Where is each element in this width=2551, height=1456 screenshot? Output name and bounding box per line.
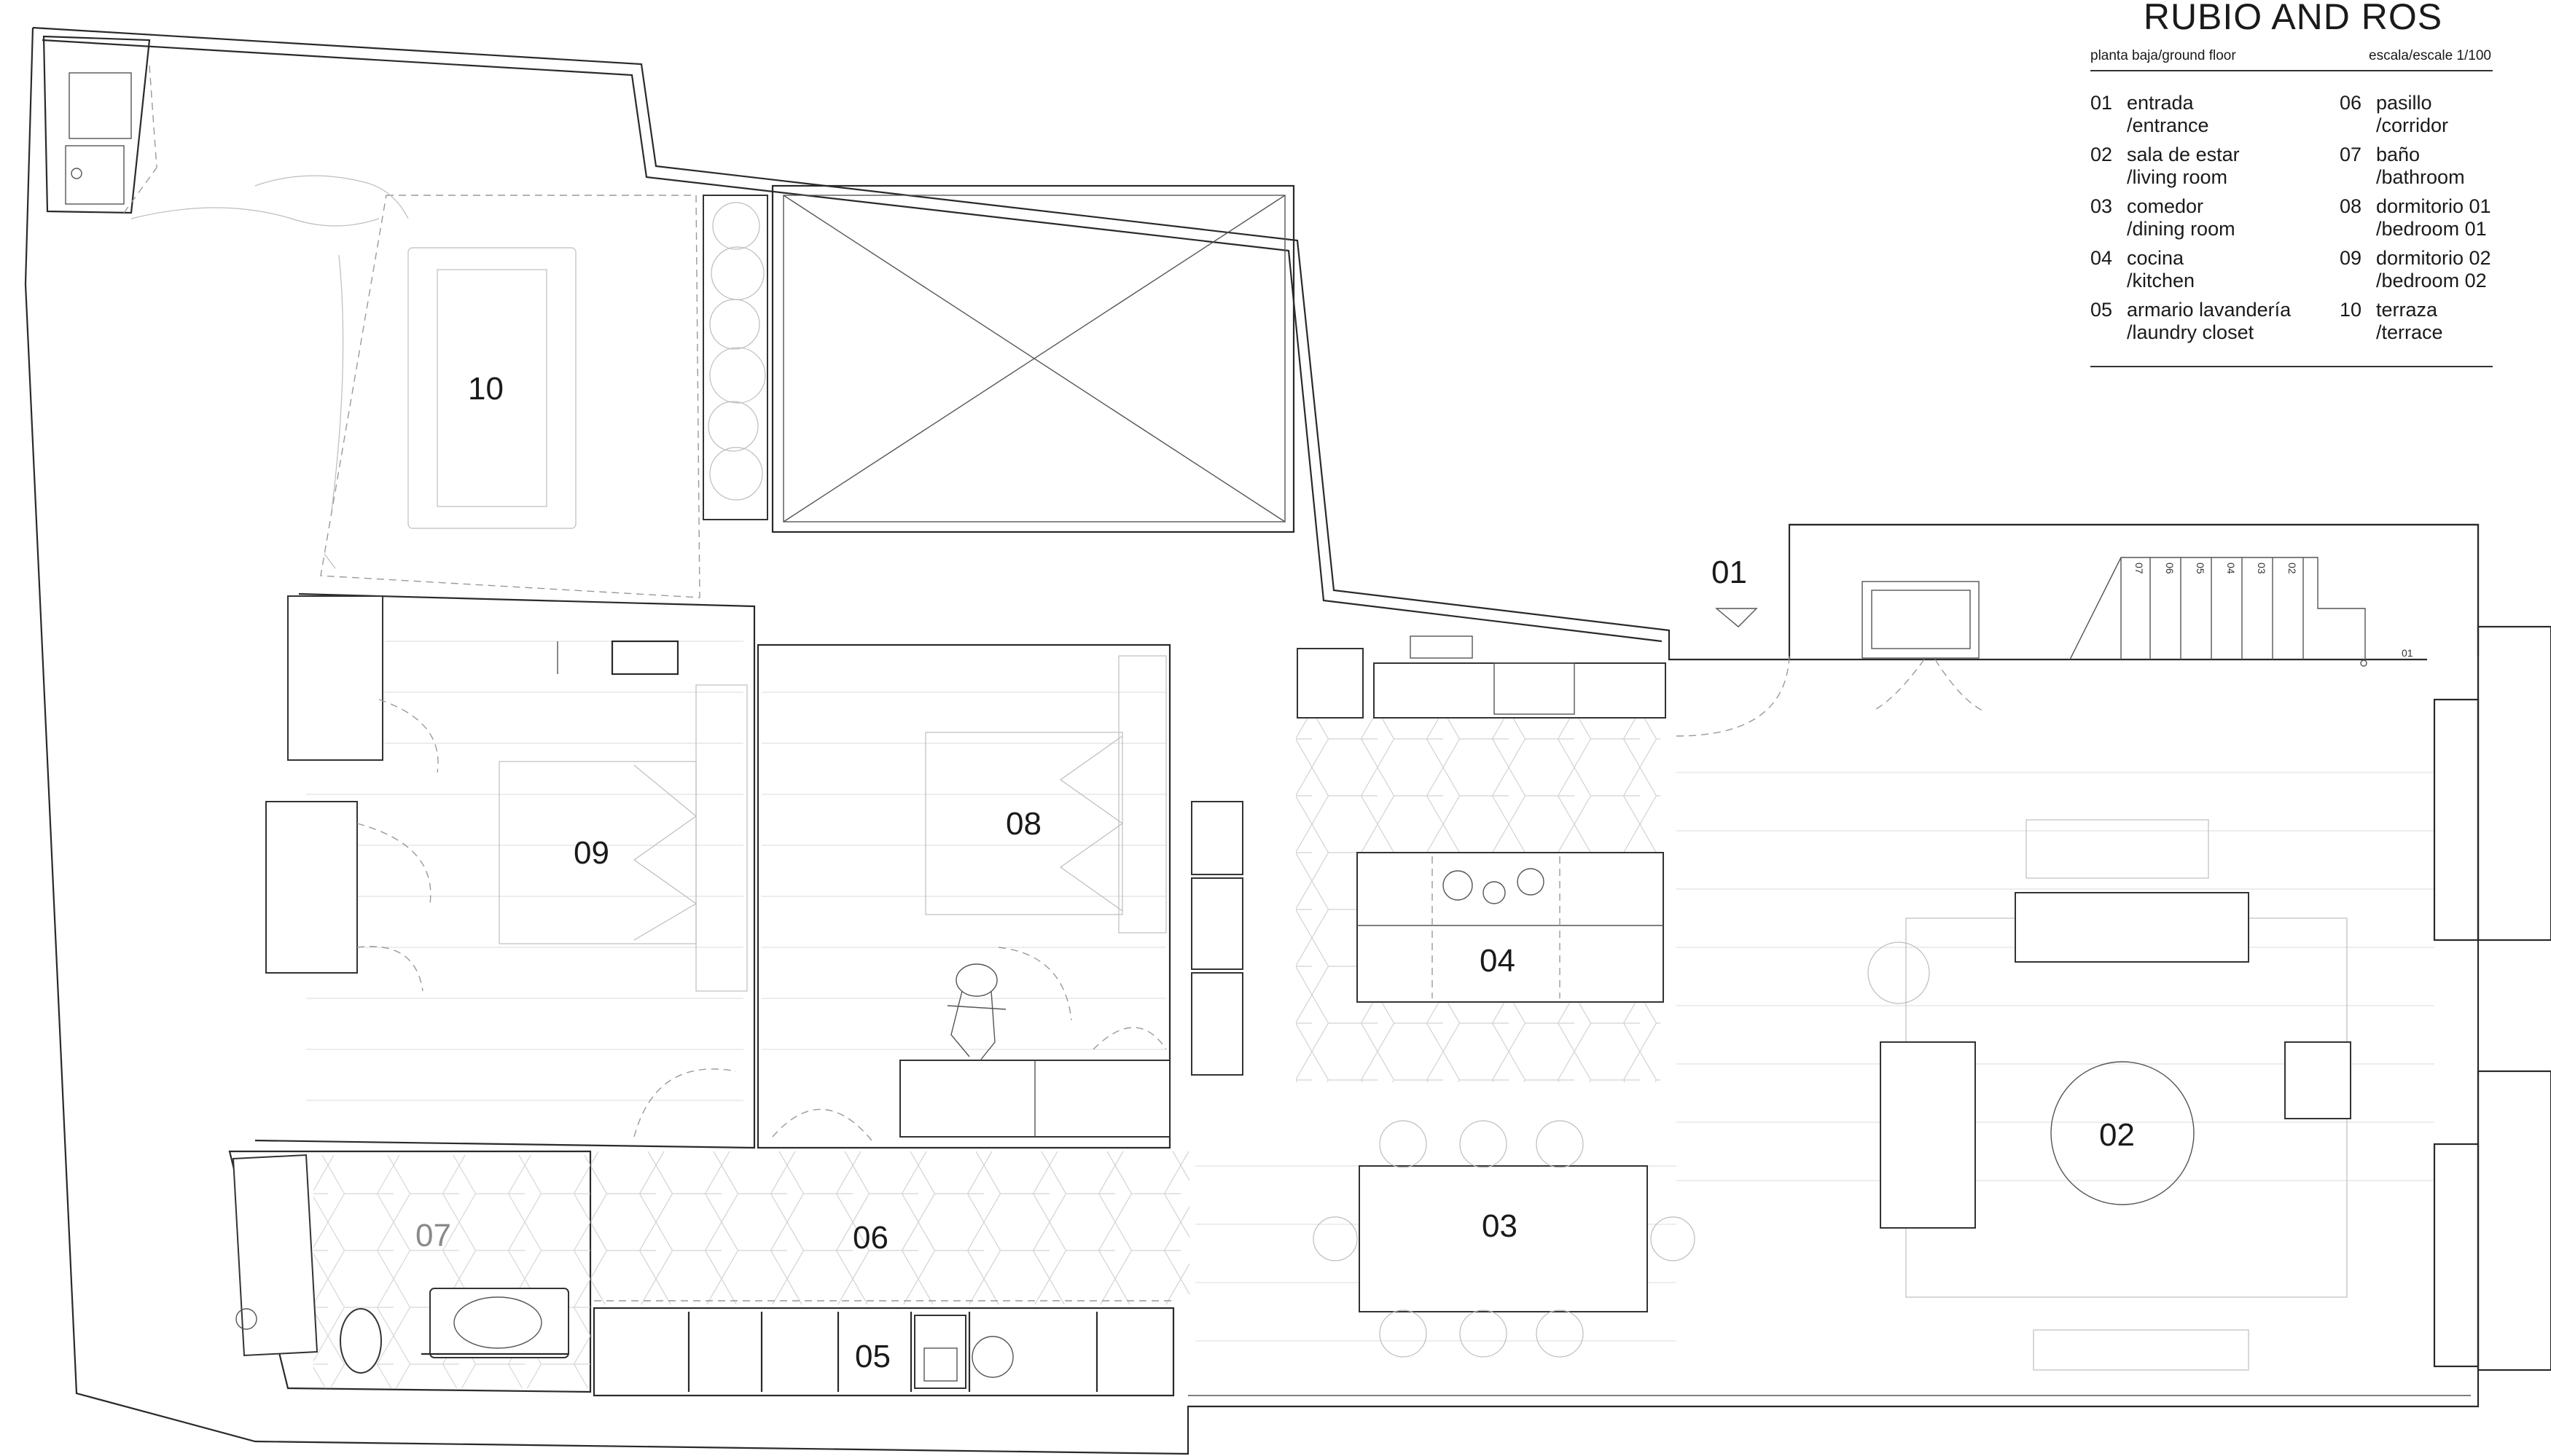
legend-item: 07 baño/bathroom: [2340, 144, 2491, 195]
legend-number: 07: [2340, 144, 2362, 165]
room-label-05: 05: [855, 1339, 891, 1374]
legend-number: 10: [2340, 299, 2362, 321]
scale-note: escala/escale 1/100: [2369, 48, 2491, 63]
bedroom-01: [757, 643, 1171, 1149]
storage-unit: [42, 35, 157, 214]
legend-name-es: sala de estar: [2127, 144, 2240, 165]
legend-item: 08 dormitorio 01/bedroom 01: [2340, 195, 2491, 247]
stair-step-label: 04: [2225, 563, 2237, 574]
bedroom-02: [254, 592, 756, 1149]
room-label-07: 07: [415, 1218, 451, 1253]
room-label-08: 08: [1006, 806, 1042, 842]
legend-number: 02: [2090, 144, 2113, 165]
stair-step-label: 06: [2164, 563, 2176, 574]
stair-start-label: 01: [2402, 647, 2413, 659]
legend-name-es: cocina: [2127, 247, 2184, 269]
legend-item: 04 cocina/kitchen: [2090, 247, 2291, 299]
stair-step-labels: 07 06 05 04 03 02 01: [2133, 563, 2413, 659]
legend-number: 01: [2090, 92, 2113, 114]
legend-name-es: dormitorio 02: [2376, 247, 2491, 269]
room-label-01: 01: [1711, 555, 1747, 590]
legend-name-en: /kitchen: [2127, 270, 2195, 291]
legend-name-en: /laundry closet: [2127, 321, 2254, 343]
legend-name-es: terraza: [2376, 299, 2438, 321]
room-label-10: 10: [468, 371, 504, 407]
legend-name-es: pasillo: [2376, 92, 2432, 114]
room-label-09: 09: [574, 835, 609, 871]
legend-number: 05: [2090, 299, 2113, 321]
room-label-03: 03: [1482, 1208, 1517, 1244]
legend-column-a: 01 entrada/entrance 02 sala de estar/liv…: [2090, 92, 2291, 351]
room-label-06: 06: [853, 1220, 888, 1256]
terrace: [42, 35, 1295, 598]
legend-panel: RUBIO AND ROS planta baja/ground floor e…: [2090, 0, 2496, 379]
legend-name-en: /bathroom: [2376, 166, 2465, 188]
bathroom: [228, 1150, 592, 1393]
legend-number: 06: [2340, 92, 2362, 114]
kitchen: [1191, 635, 1666, 1082]
room-label-04: 04: [1480, 943, 1515, 979]
legend-name-es: entrada: [2127, 92, 2194, 114]
legend-item: 10 terraza/terrace: [2340, 299, 2491, 351]
laundry-closet: [593, 1300, 1175, 1397]
firm-name: RUBIO AND ROS: [2143, 0, 2443, 37]
legend-item: 01 entrada/entrance: [2090, 92, 2291, 144]
legend-column-b: 06 pasillo/corridor 07 baño/bathroom 08 …: [2340, 92, 2491, 351]
living-room: [1676, 625, 2551, 1371]
legend-rule-top: [2090, 70, 2493, 71]
legend-item: 03 comedor/dining room: [2090, 195, 2291, 247]
legend-number: 03: [2090, 195, 2113, 217]
legend-name-en: /dining room: [2127, 218, 2235, 240]
planter-shrubs: [130, 175, 766, 569]
stair-step-label: 03: [2256, 563, 2267, 574]
legend-name-en: /living room: [2127, 166, 2228, 188]
person-figure: [947, 963, 1007, 1061]
skylight: [771, 184, 1295, 533]
legend-number: 08: [2340, 195, 2362, 217]
legend-name-es: dormitorio 01: [2376, 195, 2491, 217]
legend-name-en: /bedroom 01: [2376, 218, 2487, 240]
legend-rule-bottom: [2090, 366, 2493, 367]
legend-name-es: baño: [2376, 144, 2421, 165]
room-label-02: 02: [2099, 1117, 2135, 1153]
stair-step-label: 07: [2133, 563, 2145, 574]
legend-name-en: /bedroom 02: [2376, 270, 2487, 291]
stair-step-label: 05: [2195, 563, 2206, 574]
room-labels: 01 02 03 04 05 06 07 08 09 10: [415, 371, 2135, 1374]
legend-item: 06 pasillo/corridor: [2340, 92, 2491, 144]
legend-number: 04: [2090, 247, 2113, 269]
dining-room: [1195, 1120, 1695, 1358]
legend-name-en: /entrance: [2127, 114, 2209, 136]
legend-item: 09 dormitorio 02/bedroom 02: [2340, 247, 2491, 299]
legend-name-es: armario lavandería: [2127, 299, 2292, 321]
legend-number: 09: [2340, 247, 2362, 269]
legend-item: 05 armario lavandería/laundry closet: [2090, 299, 2291, 351]
stair-step-label: 02: [2286, 563, 2298, 574]
legend-item: 02 sala de estar/living room: [2090, 144, 2291, 195]
corridor: [592, 1068, 1189, 1304]
entrance-stair: [1676, 523, 2480, 737]
legend-name-es: comedor: [2127, 195, 2204, 217]
legend-name-en: /terrace: [2376, 321, 2443, 343]
legend-name-en: /corridor: [2376, 114, 2449, 136]
plan-title: planta baja/ground floor: [2090, 48, 2236, 63]
